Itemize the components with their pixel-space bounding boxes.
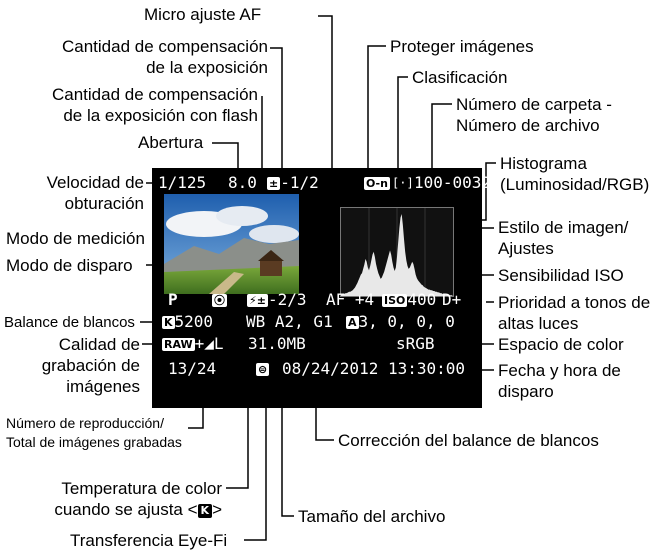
label-iso: Sensibilidad ISO: [498, 266, 624, 285]
leader-rating: [397, 76, 408, 175]
leader-aperture: [212, 142, 239, 173]
jpeg-quality: +◢L: [194, 334, 224, 353]
label-folder: Número de carpeta -Número de archivo: [456, 95, 612, 135]
label-picture-style: Estilo de imagen/Ajustes: [498, 218, 629, 258]
leader-exp-comp: [270, 47, 283, 180]
exp-comp-icon: ±: [267, 177, 281, 190]
label-metering: Modo de medición: [6, 229, 145, 248]
label-wb-correction: Corrección del balance de blancos: [338, 431, 599, 450]
label-micro-af: Micro ajuste AF: [144, 5, 262, 24]
label-playback: Número de reproducción/Total de imágenes…: [6, 415, 182, 450]
histogram: [340, 207, 454, 297]
iso-value: 400: [407, 290, 437, 309]
folder-file-number: 100-0032: [414, 173, 492, 192]
histogram-area: [341, 214, 453, 296]
wb-k-icon: K: [197, 504, 213, 518]
leader-protect: [367, 45, 386, 175]
photo-thumbnail: [164, 194, 299, 294]
color-space: sRGB: [396, 334, 435, 353]
label-shooting-mode: Modo de disparo: [6, 256, 133, 275]
highlight-tone-priority: D+: [442, 290, 462, 309]
rating-icon: [·]: [392, 176, 414, 190]
shutter-speed: 1/125: [158, 173, 207, 192]
picture-style-values: 3, 0, 0, 0: [358, 312, 455, 331]
exp-comp-value: -1/2: [280, 173, 319, 192]
label-color-temp: Temperatura de color cuando se ajusta <K…: [54, 479, 222, 519]
protect-icon: O-n: [364, 177, 390, 190]
playback-number: 13/24: [168, 359, 217, 378]
leader-file-size: [281, 362, 294, 517]
file-size: 31.0MB: [248, 334, 306, 353]
wb-icon: K: [162, 316, 175, 329]
label-eyefi: Transferencia Eye-Fi: [70, 531, 228, 550]
camera-screen: 1/125 8.0 ±-1/2 O-n [·] 100-0032: [152, 168, 491, 408]
flash-comp: ⚡±-2/3: [247, 291, 306, 309]
aperture-value: 8.0: [228, 173, 257, 192]
histogram-plot: [341, 208, 453, 296]
flash-comp-icon: ⚡±: [247, 294, 268, 307]
leader-eyefi: [244, 375, 267, 541]
label-protect: Proteger imágenes: [390, 37, 534, 56]
raw-icon: RAW: [162, 338, 195, 351]
leader-folder: [431, 103, 452, 175]
eyefi-icon: ⊜: [256, 363, 270, 376]
flash-comp-value: -2/3: [267, 290, 307, 309]
label-rating: Clasificación: [412, 68, 508, 87]
protect: O-n: [364, 174, 390, 192]
iso-icon: ISO: [382, 294, 408, 307]
metering-icon: ⦿: [212, 294, 227, 307]
image-quality: RAW+◢L: [162, 335, 224, 353]
eyefi: ⊜: [256, 360, 270, 378]
metering: ⦿: [212, 291, 227, 309]
wb-value: 5200: [174, 312, 214, 331]
label-file-size: Tamaño del archivo: [298, 507, 446, 526]
picture-style-icon: A: [346, 316, 359, 329]
exp-comp: ±-1/2: [267, 174, 319, 192]
af-micro-adjust: AF +4: [326, 290, 375, 309]
label-color-space: Espacio de color: [498, 335, 624, 354]
label-histogram: Histograma(Luminosidad/RGB): [500, 154, 650, 194]
wb-correction: WB A2, G1: [246, 312, 333, 331]
label-wb: Balance de blancos: [4, 314, 135, 331]
date-time: 08/24/2012 13:30:00: [282, 359, 466, 378]
label-aperture: Abertura: [138, 133, 204, 152]
shooting-mode: P: [168, 290, 178, 309]
